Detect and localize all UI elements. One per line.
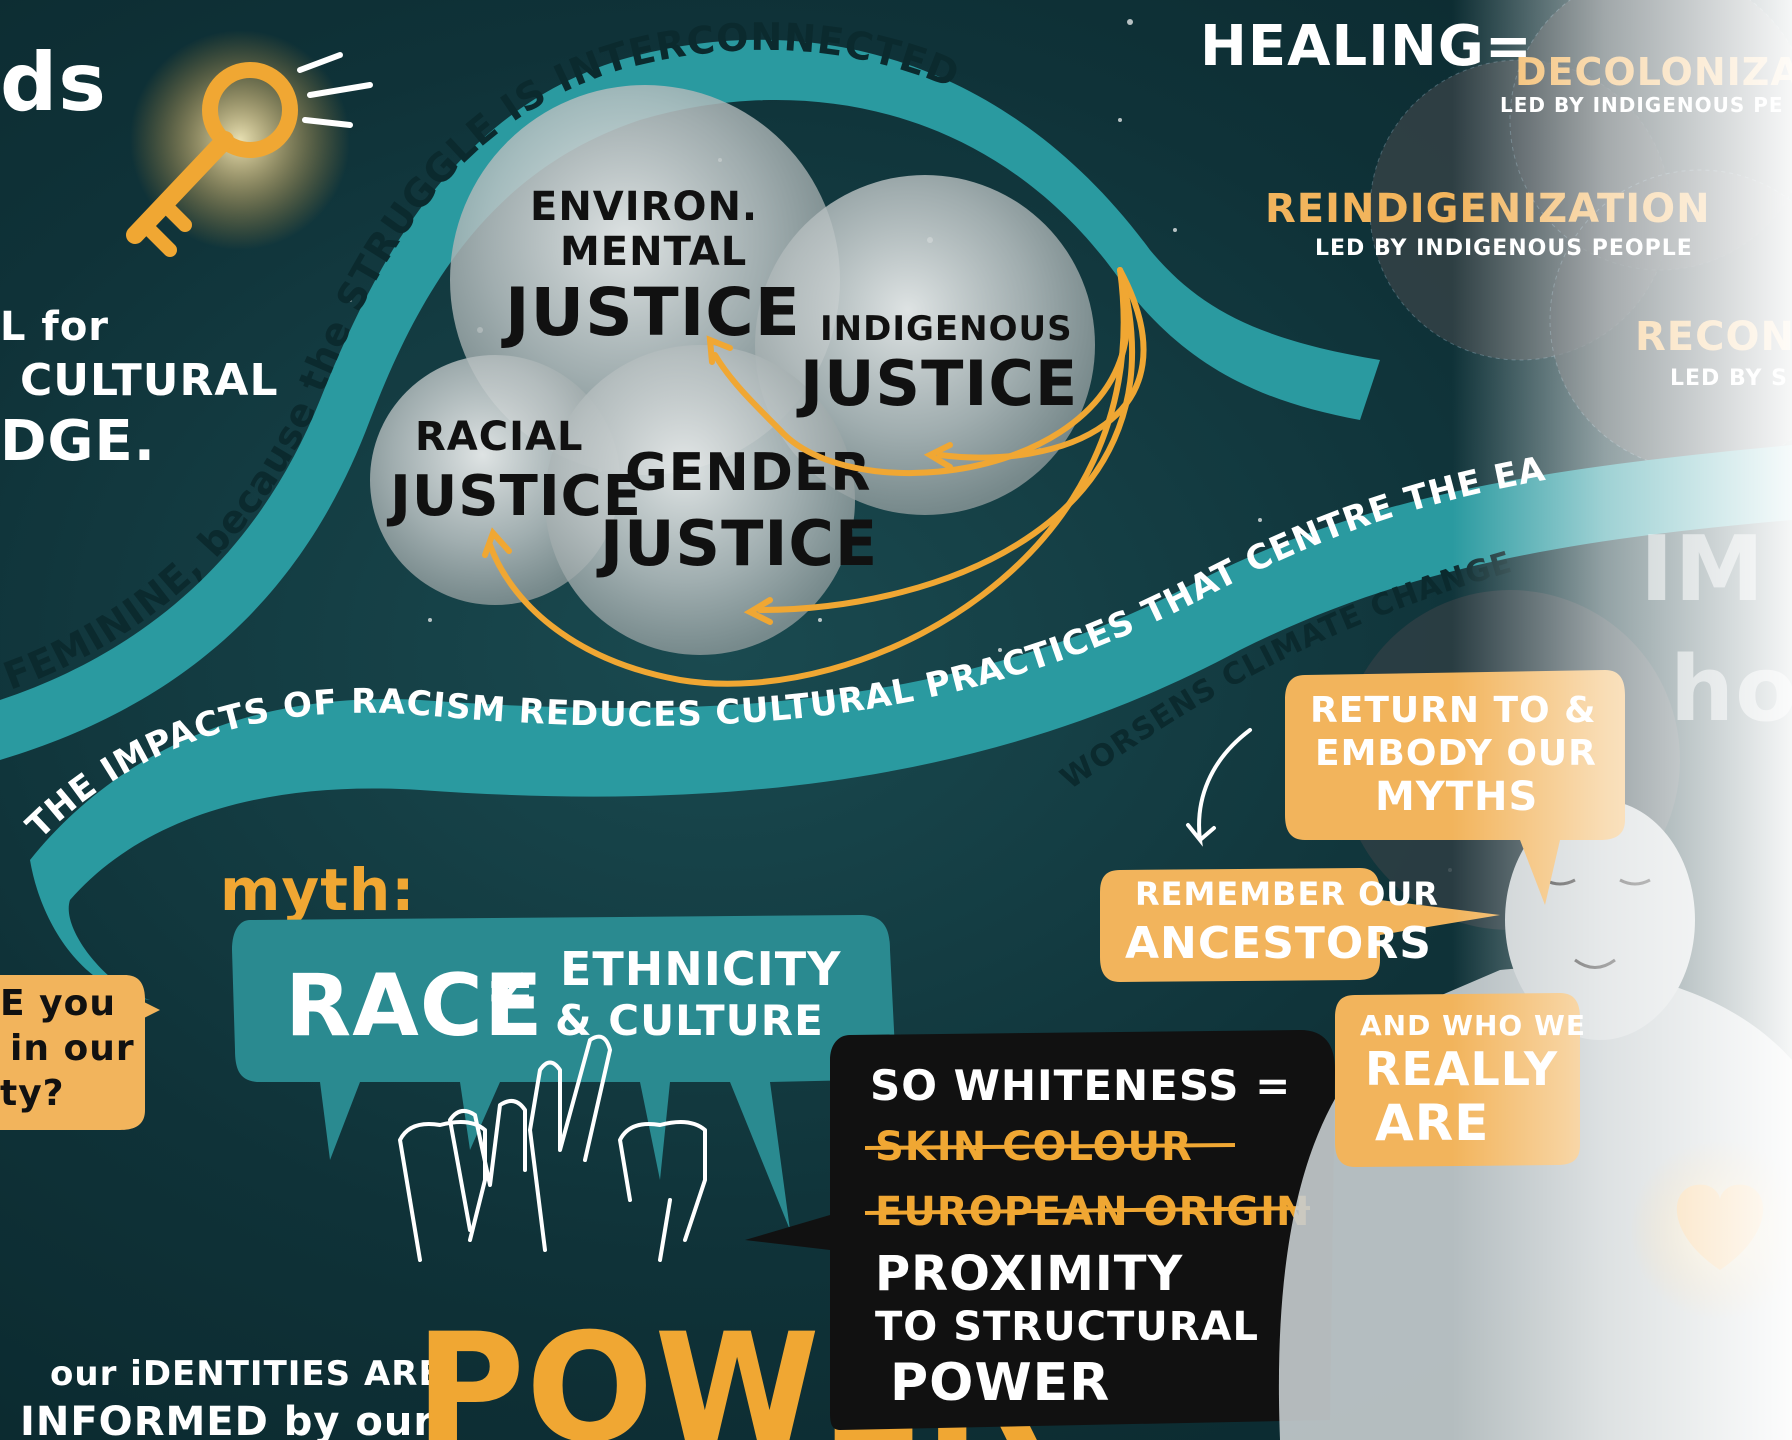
raised-hands-icon	[398, 1034, 707, 1262]
whiteness-line1: PROXIMITY	[875, 1246, 1183, 1302]
reindigenization-label: REINDIGENIZATION	[1265, 186, 1711, 232]
myth-label: myth:	[220, 856, 415, 924]
ribbon-bottom	[30, 445, 1792, 1000]
whiteness-title: SO WHITENESS =	[870, 1061, 1291, 1110]
myth-ethnicity: ETHNICITY	[560, 942, 841, 996]
left-bubble-line1: E you	[0, 983, 116, 1024]
interconnection-arrows	[482, 267, 1147, 687]
ind-label-2: JUSTICE	[796, 347, 1078, 420]
racial-label-2: JUSTICE	[386, 464, 642, 529]
left-bubble-line2: in our	[10, 1028, 135, 1069]
env-label-2: MENTAL	[560, 229, 747, 275]
venn-labels: ENVIRON. MENTAL JUSTICE INDIGENOUS JUSTI…	[386, 184, 1078, 580]
return-line1: RETURN TO &	[1310, 690, 1597, 731]
gender-label-1: GENDER	[625, 443, 871, 503]
myth-neq: ≠	[485, 955, 536, 1025]
right-fragment-im: IM	[1640, 517, 1765, 622]
left-fragment-line3: DGE.	[0, 409, 156, 474]
left-bubble-line3: ty?	[0, 1073, 65, 1114]
identities-line2: INFORMED by our	[20, 1399, 434, 1440]
justice-venn	[370, 85, 1095, 655]
left-fragment-top: ds	[0, 36, 107, 129]
myth-speech-bubble: RACE ≠ ETHNICITY & CULTURE	[232, 915, 895, 1230]
reconciliation-label: RECON	[1635, 314, 1792, 360]
reconciliation-sub: LED BY S	[1670, 366, 1788, 391]
decolonization-sub: LED BY INDIGENOUS PE	[1500, 93, 1784, 117]
key-icon	[126, 30, 373, 257]
left-fragment-line2: CULTURAL	[20, 355, 279, 406]
remember-line2: ANCESTORS	[1125, 918, 1432, 969]
left-fragment-line1: L for	[0, 304, 109, 350]
right-fragment-ho: ho	[1670, 637, 1792, 742]
curved-arrow	[1186, 728, 1252, 847]
healing-title: HEALING=	[1200, 14, 1533, 79]
return-line3: MYTHS	[1375, 774, 1538, 820]
remember-line1: REMEMBER OUR	[1135, 875, 1439, 913]
strike-line-2	[864, 1206, 1311, 1215]
bubble-gender	[545, 345, 855, 655]
myth-race: RACE	[285, 956, 544, 1056]
env-label-1: ENVIRON.	[530, 184, 758, 230]
decolonization-label: DECOLONIZATI	[1515, 50, 1792, 94]
whiteness-line2: TO STRUCTURAL	[875, 1304, 1259, 1350]
ind-label-1: INDIGENOUS	[820, 309, 1073, 349]
whiteness-box: SO WHITENESS = SKIN COLOUR EUROPEAN ORIG…	[745, 1030, 1335, 1430]
env-label-3: JUSTICE	[501, 274, 801, 351]
bubble-who: AND WHO WE REALLY ARE	[1335, 993, 1586, 1167]
whiteness-line3: POWER	[890, 1353, 1110, 1413]
return-line2: EMBODY OUR	[1315, 733, 1597, 774]
bubble-indigenous	[755, 175, 1095, 515]
who-line1: AND WHO WE	[1360, 1009, 1586, 1042]
racial-label-1: RACIAL	[415, 414, 583, 460]
reindigenization-sub: LED BY INDIGENOUS PEOPLE	[1315, 236, 1693, 261]
who-line3: ARE	[1375, 1094, 1489, 1152]
strike-line-1	[864, 1143, 1236, 1150]
left-question-bubble: E you in our ty?	[0, 975, 160, 1130]
who-line2: REALLY	[1365, 1042, 1558, 1096]
gender-label-2: JUSTICE	[596, 507, 878, 580]
ribbon-top	[0, 39, 1380, 760]
identities-line1: our iDENTITIES ARE	[50, 1354, 443, 1394]
bubble-remember: REMEMBER OUR ANCESTORS	[1100, 868, 1500, 982]
